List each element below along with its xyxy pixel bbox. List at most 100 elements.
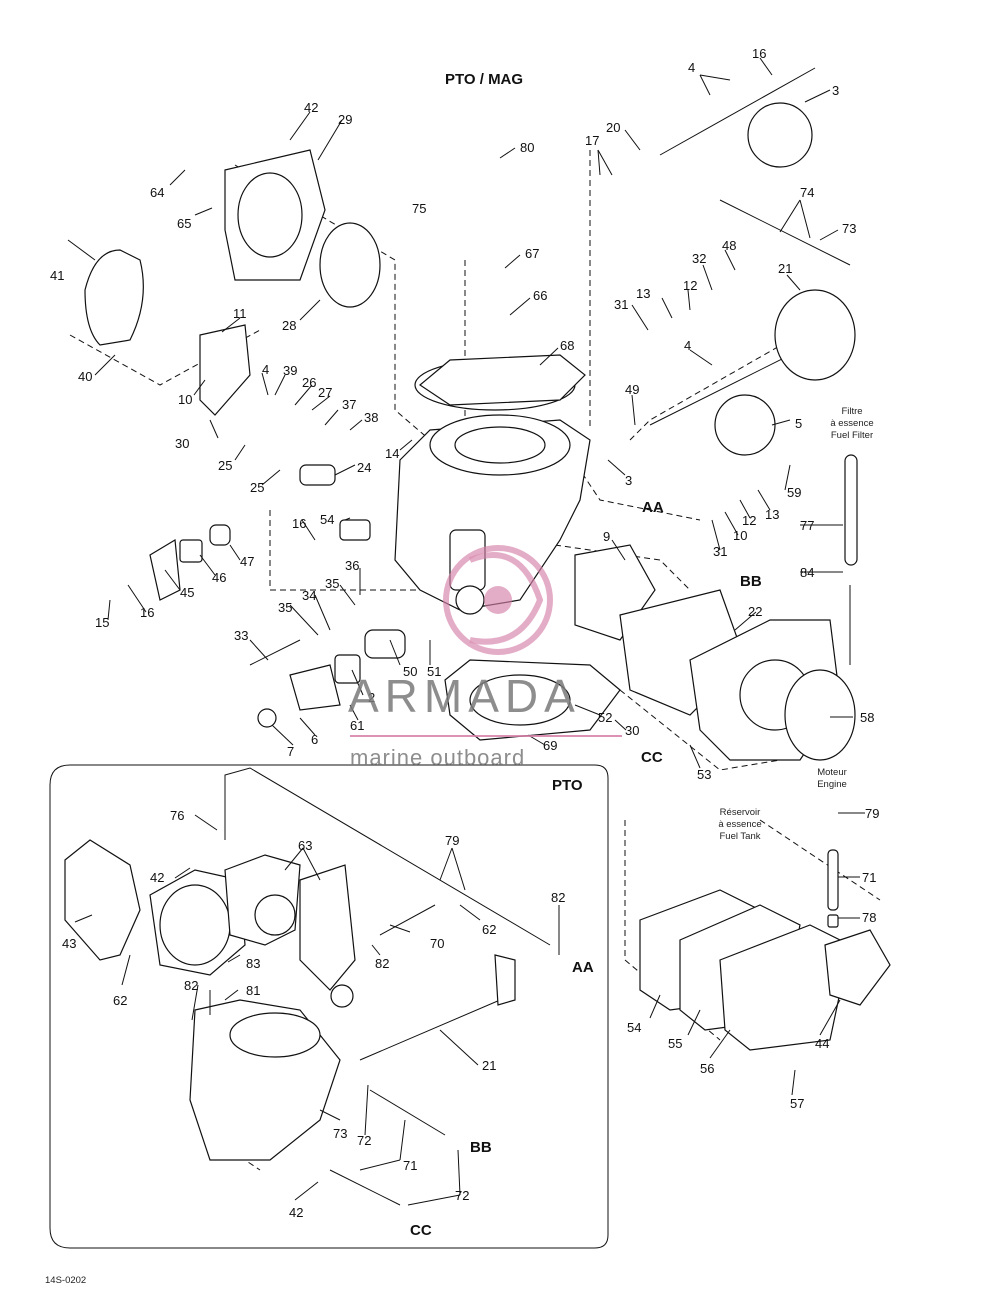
callout-64: 64 xyxy=(150,185,164,200)
watermark-brand: ARMADA xyxy=(348,670,581,722)
connector-cc: CC xyxy=(641,749,663,766)
callout-32: 32 xyxy=(692,251,706,266)
diagram-title: PTO / MAG xyxy=(445,71,523,88)
inset-panel-border xyxy=(49,764,609,1249)
callout-75: 75 xyxy=(412,201,426,216)
callout-25: 25 xyxy=(218,458,232,473)
callout-51: 51 xyxy=(427,664,441,679)
callout-35b: 35 xyxy=(325,576,339,591)
callout-54: 54 xyxy=(320,512,334,527)
callout-4: 4 xyxy=(688,60,695,75)
callout-3b: 3 xyxy=(625,473,632,488)
callout-62b: 62 xyxy=(113,993,127,1008)
connector-bb-inset: BB xyxy=(470,1139,492,1156)
callout-12b: 12 xyxy=(742,513,756,528)
callout-31b: 31 xyxy=(713,544,727,559)
svg-text:à essence: à essence xyxy=(830,418,873,429)
callout-7: 7 xyxy=(287,744,294,759)
callout-34: 34 xyxy=(302,588,316,603)
callout-2: 2 xyxy=(368,690,375,705)
lower-pump-parts xyxy=(639,849,891,1051)
callout-15: 15 xyxy=(95,615,109,630)
callout-39: 39 xyxy=(283,363,297,378)
watermark-logo-icon xyxy=(443,545,553,655)
callout-29: 29 xyxy=(338,112,352,127)
callout-10: 10 xyxy=(178,392,192,407)
callout-16c: 16 xyxy=(140,605,154,620)
callout-43: 43 xyxy=(62,936,76,951)
svg-text:Moteur: Moteur xyxy=(817,767,847,778)
callout-24: 24 xyxy=(357,460,371,475)
right-pump-parts xyxy=(574,544,856,761)
callout-22: 22 xyxy=(748,604,762,619)
callout-57: 57 xyxy=(790,1096,804,1111)
callout-35: 35 xyxy=(278,600,292,615)
callout-50: 50 xyxy=(403,664,417,679)
callout-16: 16 xyxy=(752,46,766,61)
callout-72: 72 xyxy=(357,1133,371,1148)
callout-10b: 10 xyxy=(733,528,747,543)
callout-73b: 73 xyxy=(333,1126,347,1141)
callout-16b: 16 xyxy=(292,516,306,531)
inset-assembly xyxy=(64,767,551,1206)
callout-70: 70 xyxy=(430,936,444,951)
callout-55: 55 xyxy=(668,1036,682,1051)
engine-note: Moteur Engine xyxy=(817,767,847,790)
gasket-68 xyxy=(418,354,586,406)
callout-12: 12 xyxy=(683,278,697,293)
callout-27: 27 xyxy=(318,385,332,400)
callout-54b: 54 xyxy=(627,1020,641,1035)
callout-41: 41 xyxy=(50,268,64,283)
callout-49: 49 xyxy=(625,382,639,397)
callout-45: 45 xyxy=(180,585,194,600)
callout-5: 5 xyxy=(795,416,802,431)
callout-31: 31 xyxy=(614,297,628,312)
callout-4c: 4 xyxy=(262,362,269,377)
callout-71b: 71 xyxy=(403,1158,417,1173)
callout-71: 71 xyxy=(862,870,876,885)
callout-76: 76 xyxy=(170,808,184,823)
callout-40: 40 xyxy=(78,369,92,384)
callout-44: 44 xyxy=(815,1036,829,1051)
callout-13: 13 xyxy=(636,286,650,301)
connector-bb: BB xyxy=(740,573,762,590)
callout-42: 42 xyxy=(304,100,318,115)
fuel-tank-note: Réservoir à essence Fuel Tank xyxy=(718,807,761,842)
callout-61: 61 xyxy=(350,718,364,733)
callout-11: 11 xyxy=(233,306,247,321)
callout-62: 62 xyxy=(482,922,496,937)
connector-aa-inset: AA xyxy=(572,959,594,976)
callout-72b: 72 xyxy=(455,1188,469,1203)
callout-68: 68 xyxy=(560,338,574,353)
pump-cover-parts xyxy=(84,149,381,416)
callout-26: 26 xyxy=(302,375,316,390)
callout-52: 52 xyxy=(598,710,612,725)
inset-title: PTO xyxy=(552,777,583,794)
callout-38: 38 xyxy=(364,410,378,425)
callout-33: 33 xyxy=(234,628,248,643)
callout-65: 65 xyxy=(177,216,191,231)
svg-text:Fuel Filter: Fuel Filter xyxy=(831,430,873,441)
callout-42c: 42 xyxy=(289,1205,303,1220)
svg-text:à essence: à essence xyxy=(718,819,761,830)
callout-3: 3 xyxy=(832,83,839,98)
svg-text:Fuel Tank: Fuel Tank xyxy=(719,831,760,842)
callout-82: 82 xyxy=(551,890,565,905)
callout-78: 78 xyxy=(862,910,876,925)
callout-79: 79 xyxy=(865,806,879,821)
callout-79b: 79 xyxy=(445,833,459,848)
watermark-tagline: marine outboard xyxy=(350,745,525,770)
callout-28: 28 xyxy=(282,318,296,333)
callout-labels: 16 4 3 42 29 80 17 20 64 75 74 73 65 41 … xyxy=(50,46,879,1220)
throttle-shafts xyxy=(649,67,856,456)
callout-9: 9 xyxy=(603,529,610,544)
connector-cc-inset: CC xyxy=(410,1222,432,1239)
callout-82c: 82 xyxy=(184,978,198,993)
callout-47: 47 xyxy=(240,554,254,569)
callout-46: 46 xyxy=(212,570,226,585)
callout-80: 80 xyxy=(520,140,534,155)
callout-30: 30 xyxy=(175,436,189,451)
callout-81: 81 xyxy=(246,983,260,998)
callout-14: 14 xyxy=(385,446,399,461)
